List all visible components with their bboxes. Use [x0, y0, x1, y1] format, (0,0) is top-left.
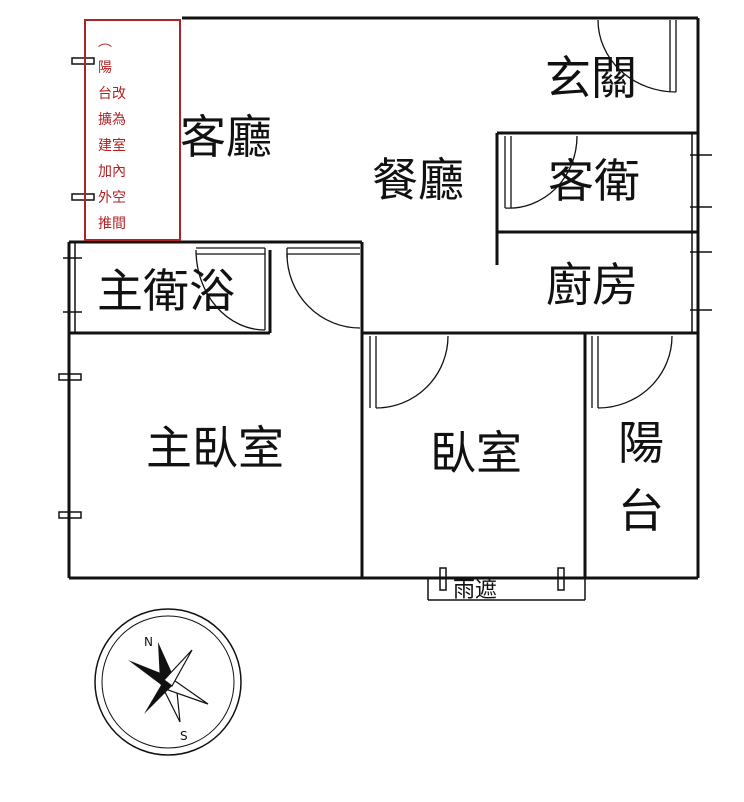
note-line: 推間 — [98, 216, 126, 232]
room-bedroom: 臥室 — [430, 426, 522, 480]
window-marks — [58, 57, 712, 601]
compass-south-letter: S — [180, 729, 188, 743]
doors — [195, 19, 677, 409]
compass-needle-west — [128, 660, 168, 690]
note-line: ︶ — [98, 237, 179, 239]
note-line: 擴為 — [98, 112, 126, 128]
room-guest-bath: 客衛 — [548, 154, 640, 208]
room-kitchen: 廚房 — [546, 258, 638, 312]
compass-star-sw — [144, 680, 172, 714]
room-master-bath: 主衛浴 — [97, 264, 235, 318]
note-line: 外空 — [98, 190, 126, 206]
note-line: 台改 — [98, 86, 126, 102]
balcony-conversion-note: ︵ 陽 台改 擴為 建室 加內 外空 推間 ︶ — [84, 19, 181, 241]
note-line: ︵ — [98, 34, 112, 50]
canopy-label: 雨遮 — [453, 578, 498, 603]
compass-north-letter: N — [144, 635, 153, 649]
note-line: 建室 — [98, 138, 126, 154]
room-dining: 餐廳 — [372, 153, 464, 207]
compass-outer-ring — [94, 608, 242, 756]
note-line: 陽 — [98, 60, 112, 76]
room-entrance: 玄關 — [545, 51, 637, 105]
note-line: 加內 — [98, 164, 126, 180]
compass-inner-ring — [101, 615, 235, 749]
room-balcony-line1: 陽 — [618, 416, 664, 470]
room-balcony-line2: 台 — [618, 484, 664, 538]
room-living: 客廳 — [180, 110, 272, 164]
compass: N S — [94, 608, 242, 756]
room-master-bedroom: 主臥室 — [146, 421, 284, 475]
walls — [67, 16, 700, 580]
